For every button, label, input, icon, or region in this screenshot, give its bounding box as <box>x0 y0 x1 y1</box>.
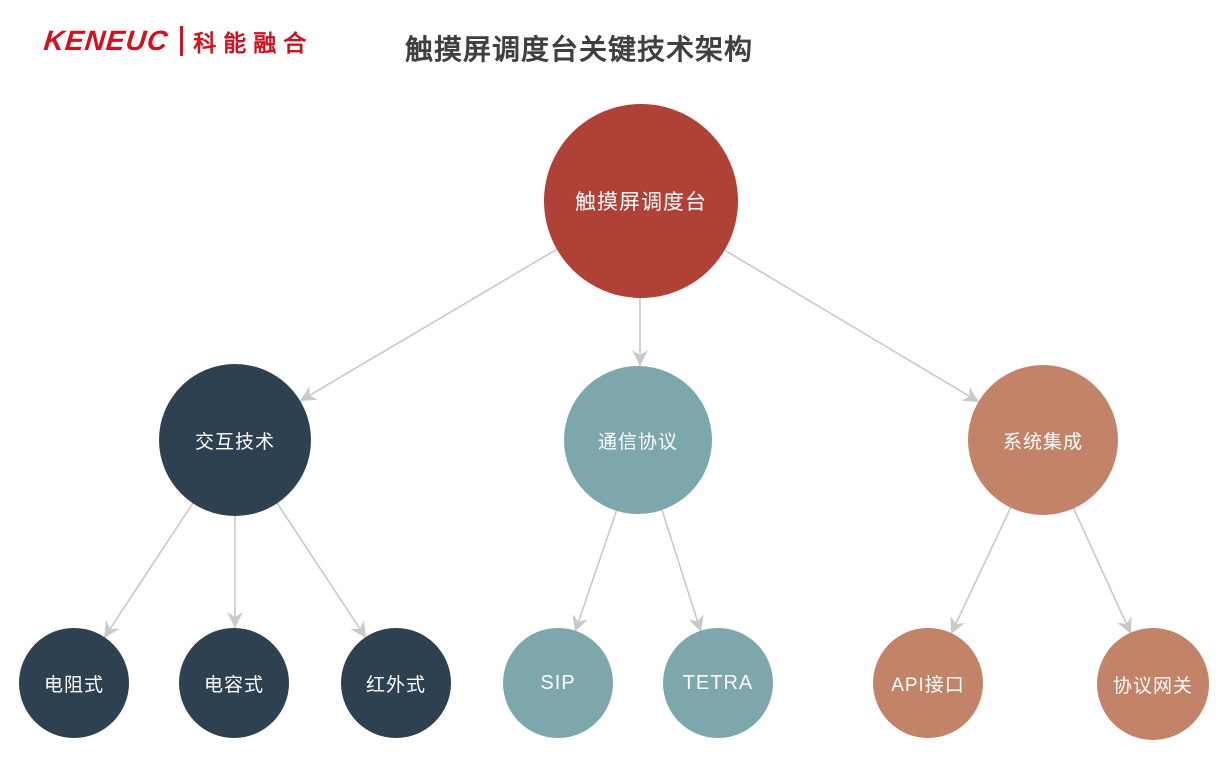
node-root-touchscreen-console: 触摸屏调度台 <box>544 104 738 298</box>
node-label: 电容式 <box>203 674 264 696</box>
node-communication-protocol: 通信协议 <box>564 366 712 514</box>
node-interaction-tech: 交互技术 <box>159 364 311 516</box>
logo-brand-cn: 科能融合 <box>193 30 314 56</box>
logo-separator <box>180 26 184 56</box>
node-sip: SIP <box>503 628 613 738</box>
node-label: TETRA <box>682 671 754 694</box>
node-system-integration: 系统集成 <box>968 365 1118 515</box>
arrow-interaction-to-resistive <box>103 502 194 639</box>
node-label: 电阻式 <box>43 674 104 696</box>
node-api-interface: API接口 <box>873 628 983 738</box>
node-label: SIP <box>540 671 576 694</box>
node-label: 交互技术 <box>194 431 275 453</box>
arrow-protocol-to-sip <box>572 508 618 633</box>
node-tetra: TETRA <box>663 628 773 738</box>
arrow-integration-to-gateway <box>1072 506 1132 635</box>
arrow-root-to-integration <box>720 247 980 403</box>
node-protocol-gateway: 协议网关 <box>1097 628 1209 740</box>
arrow-protocol-to-tetra <box>661 509 704 633</box>
node-label: 系统集成 <box>1002 431 1083 453</box>
node-label: API接口 <box>891 674 965 696</box>
node-label: 触摸屏调度台 <box>575 191 707 214</box>
page-title: 触摸屏调度台关键技术架构 <box>405 34 754 65</box>
node-resistive: 电阻式 <box>19 628 129 738</box>
node-label: 协议网关 <box>1112 675 1193 697</box>
arrow-interaction-to-infrared <box>276 502 367 639</box>
arrow-root-to-interaction <box>299 247 560 402</box>
arrow-integration-to-api <box>950 506 1012 635</box>
node-infrared: 红外式 <box>341 628 451 738</box>
node-label: 红外式 <box>365 674 426 696</box>
node-capacitive: 电容式 <box>179 628 289 738</box>
node-label: 通信协议 <box>597 431 678 453</box>
keneuc-logo: KENEUC 科能融合 <box>42 24 314 58</box>
